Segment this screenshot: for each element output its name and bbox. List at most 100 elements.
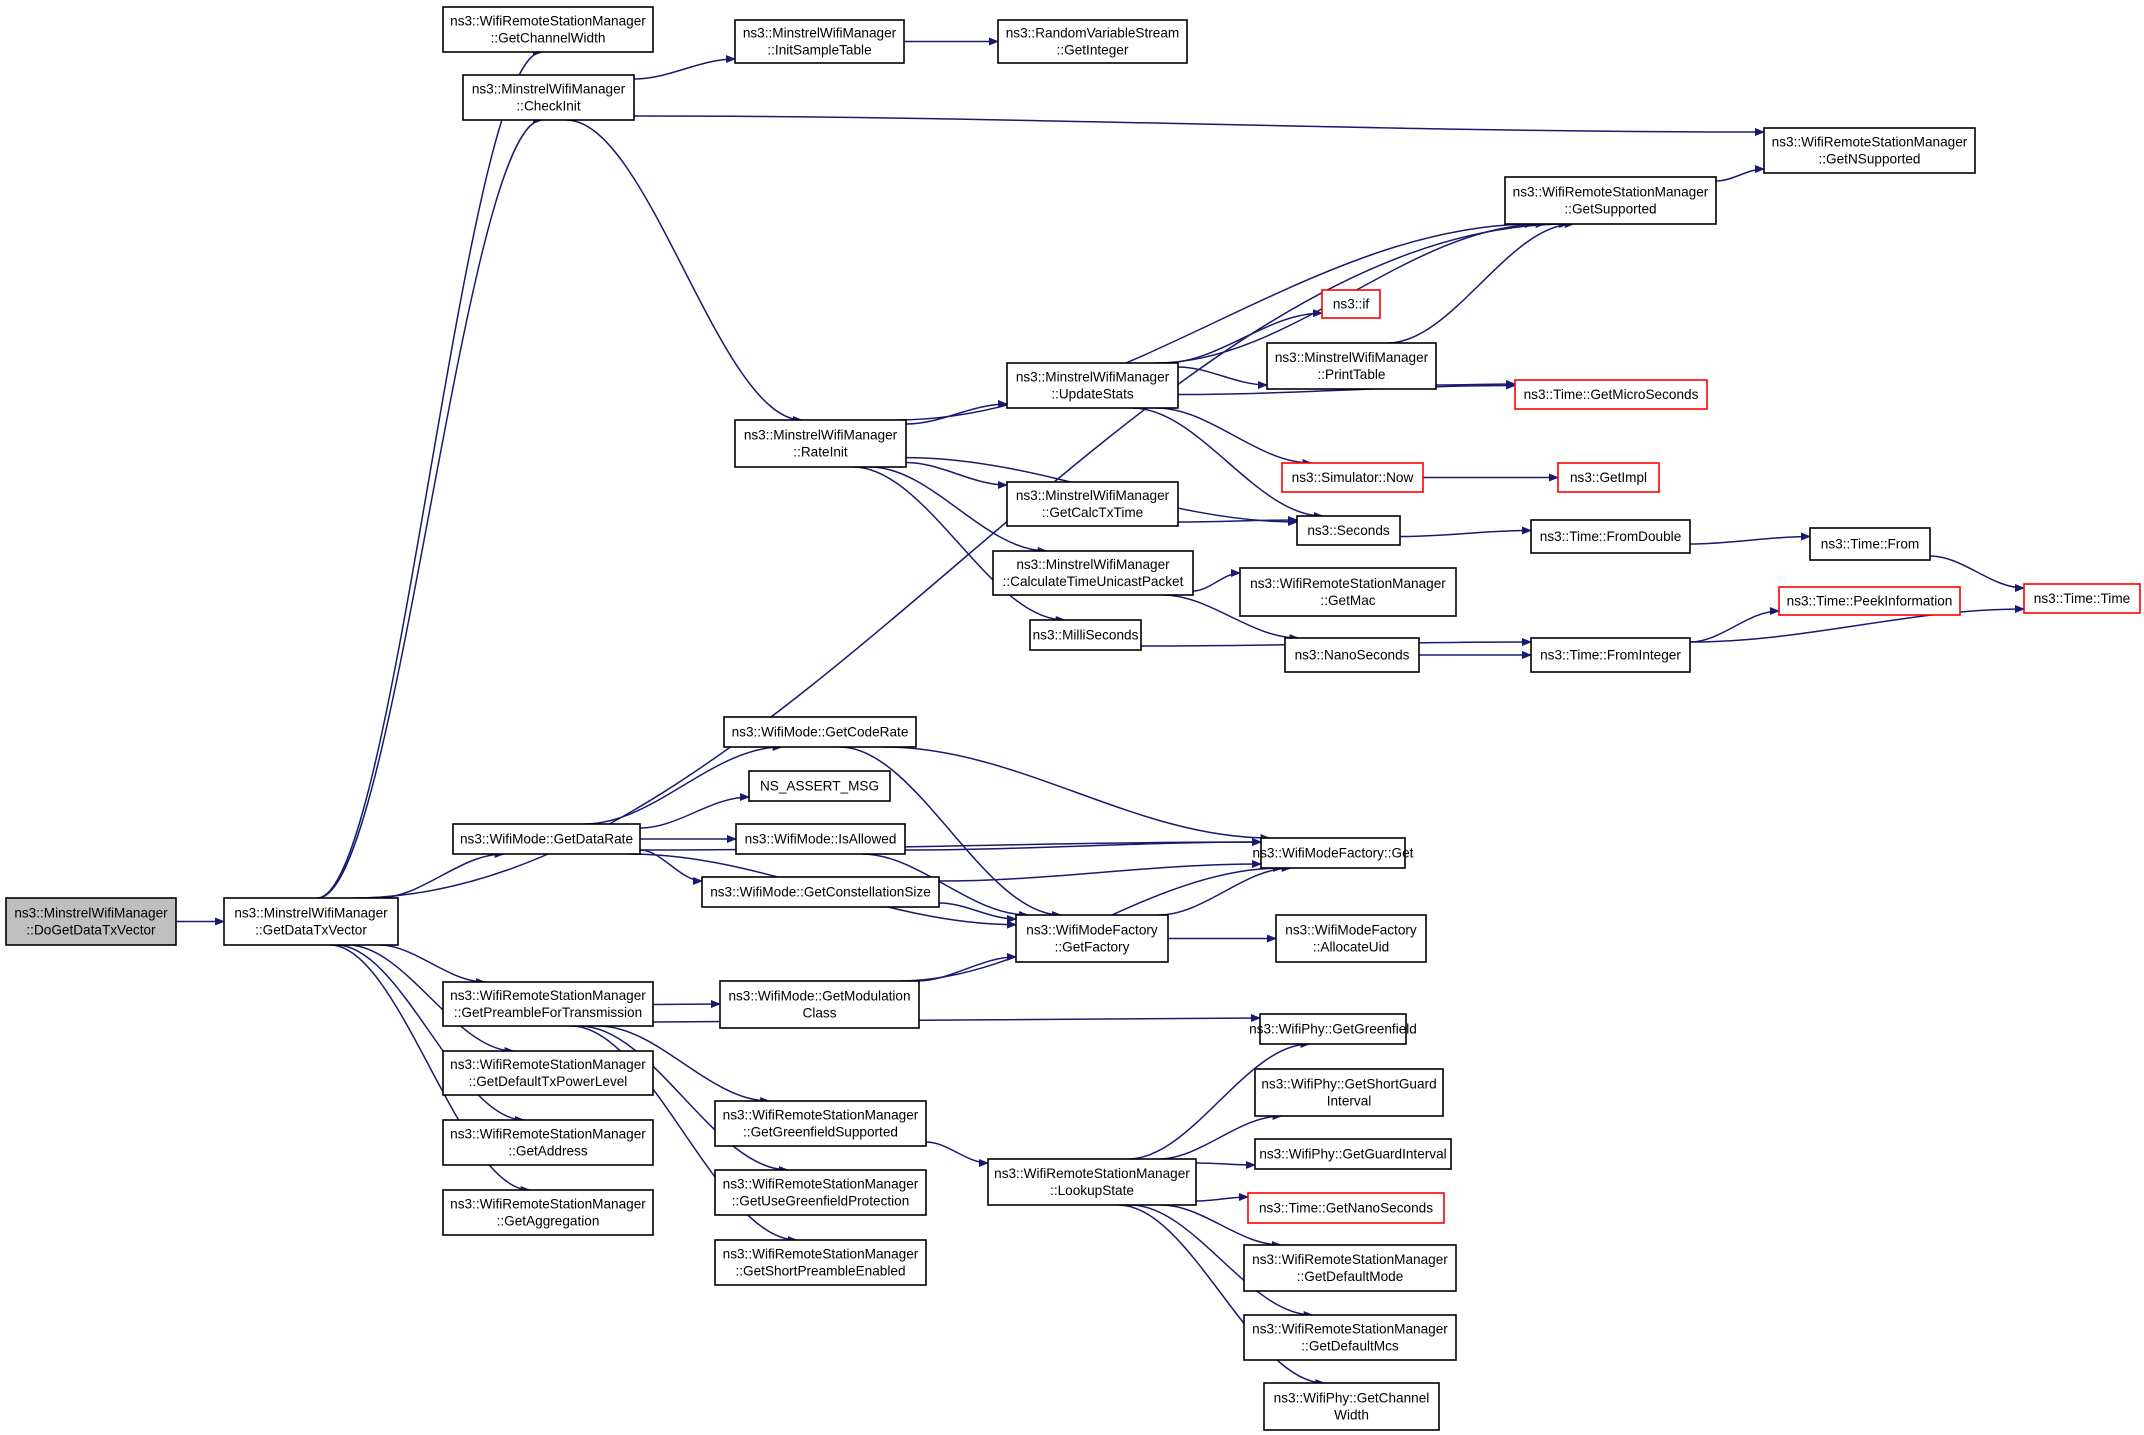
graph-node[interactable]: ns3::WifiRemoteStationManager::GetChanne…: [442, 6, 654, 53]
node-label: Class: [803, 1006, 837, 1021]
node-label: ns3::Time::FromInteger: [1540, 648, 1681, 663]
graph-node[interactable]: ns3::GetImpl: [1557, 462, 1660, 493]
node-box: [748, 770, 891, 802]
call-edge: [1399, 526, 1532, 538]
graph-node[interactable]: ns3::WifiPhy::GetChannelWidth: [1263, 1382, 1440, 1431]
graph-node[interactable]: ns3::WifiRemoteStationManager::GetDefaul…: [442, 1050, 654, 1096]
node-box: [1557, 462, 1660, 493]
node-label: ns3::MinstrelWifiManager: [1016, 557, 1170, 572]
graph-node[interactable]: ns3::WifiRemoteStationManager::GetPreamb…: [442, 981, 654, 1027]
node-label: ::CheckInit: [516, 99, 580, 114]
graph-node[interactable]: ns3::WifiRemoteStationManager::GetAddres…: [442, 1119, 654, 1166]
graph-node[interactable]: ns3::MinstrelWifiManager::PrintTable: [1266, 342, 1437, 390]
graph-node[interactable]: ns3::Time::From: [1809, 527, 1931, 561]
graph-node[interactable]: ns3::WifiRemoteStationManager::GetAggreg…: [442, 1189, 654, 1236]
call-edge: [1162, 594, 1300, 642]
graph-node[interactable]: ns3::Time::GetNanoSeconds: [1247, 1192, 1445, 1224]
graph-node[interactable]: ns3::WifiRemoteStationManager::GetDefaul…: [1243, 1244, 1457, 1292]
call-edge: [1163, 309, 1323, 364]
graph-node[interactable]: ns3::WifiRemoteStationManager::GetMac: [1239, 567, 1457, 617]
node-box: [1254, 1068, 1444, 1117]
call-edge: [571, 1025, 798, 1244]
graph-node[interactable]: ns3::Time::FromDouble: [1530, 519, 1691, 554]
node-label: ns3::WifiRemoteStationManager: [1513, 185, 1709, 200]
graph-node[interactable]: ns3::WifiModeFactory::GetFactory: [1015, 914, 1169, 963]
call-edge: [353, 220, 1570, 899]
graph-node[interactable]: ns3::WifiRemoteStationManager::LookupSta…: [987, 1158, 1197, 1206]
call-edge: [330, 944, 531, 1194]
node-label: ::GetChannelWidth: [491, 31, 606, 46]
node-box: [1006, 362, 1179, 409]
node-box: [1006, 481, 1179, 527]
graph-node[interactable]: ns3::WifiMode::GetConstellationSize: [701, 876, 940, 908]
node-label: ns3::WifiRemoteStationManager: [723, 1177, 919, 1192]
node-box: [997, 19, 1188, 64]
graph-node[interactable]: ns3::if: [1321, 289, 1381, 319]
node-label: ::GetDefaultTxPowerLevel: [469, 1074, 628, 1089]
graph-node[interactable]: ns3::MinstrelWifiManager::CalculateTimeU…: [992, 550, 1194, 596]
node-label: Interval: [1327, 1094, 1372, 1109]
node-label: ::GetAddress: [508, 1144, 588, 1159]
graph-node[interactable]: ns3::WifiRemoteStationManager::GetUseGre…: [714, 1169, 927, 1216]
graph-node[interactable]: ns3::WifiMode::GetDataRate: [452, 823, 641, 855]
call-edge: [1195, 1160, 1256, 1169]
graph-node[interactable]: ns3::NanoSeconds: [1284, 637, 1420, 673]
graph-node[interactable]: ns3::MinstrelWifiManager::GetDataTxVecto…: [223, 897, 399, 946]
node-label: ns3::WifiPhy::GetGuardInterval: [1259, 1147, 1446, 1162]
graph-node[interactable]: ns3::MinstrelWifiManager::CheckInit: [462, 74, 635, 121]
node-label: ns3::WifiRemoteStationManager: [450, 988, 646, 1003]
graph-node[interactable]: ns3::WifiRemoteStationManager::GetGreenf…: [714, 1100, 927, 1147]
graph-node[interactable]: ns3::WifiRemoteStationManager::GetShortP…: [714, 1239, 927, 1286]
node-box: [735, 823, 906, 855]
graph-node[interactable]: ns3::WifiRemoteStationManager::GetDefaul…: [1243, 1314, 1457, 1361]
node-box: [1321, 289, 1381, 319]
call-edge: [861, 853, 1029, 919]
graph-node[interactable]: ns3::MilliSeconds: [1029, 619, 1142, 651]
graph-node[interactable]: ns3::Simulator::Now: [1281, 462, 1424, 493]
node-box: [1284, 637, 1420, 673]
graph-node[interactable]: ns3::MinstrelWifiManager::GetCalcTxTime: [1006, 481, 1179, 527]
call-edge: [883, 746, 1271, 842]
node-label: ns3::WifiPhy::GetChannel: [1274, 1391, 1430, 1406]
call-edge: [1128, 1040, 1311, 1160]
graph-node[interactable]: ns3::WifiRemoteStationManager::GetSuppor…: [1504, 176, 1717, 225]
call-edge: [916, 952, 1017, 982]
graph-node[interactable]: ns3::MinstrelWifiManager::DoGetDataTxVec…: [5, 897, 177, 946]
node-label: ns3::Simulator::Now: [1292, 470, 1414, 485]
node-label: ns3::WifiModeFactory: [1285, 923, 1417, 938]
graph-node[interactable]: ns3::Time::GetMicroSeconds: [1514, 379, 1708, 410]
call-edge: [1158, 1112, 1283, 1160]
call-edge: [584, 743, 783, 825]
node-box: [1015, 914, 1169, 963]
node-box: [714, 1100, 927, 1147]
node-label: ns3::RandomVariableStream: [1006, 26, 1180, 41]
node-label: ns3::WifiPhy::GetShortGuard: [1261, 1077, 1436, 1092]
node-label: ::RateInit: [793, 445, 848, 460]
graph-node[interactable]: ns3::WifiPhy::GetGuardInterval: [1254, 1138, 1452, 1170]
graph-node[interactable]: ns3::Time::FromInteger: [1530, 637, 1691, 673]
node-label: NS_ASSERT_MSG: [760, 779, 879, 794]
graph-node[interactable]: ns3::MinstrelWifiManager::UpdateStats: [1006, 362, 1179, 409]
node-box: [1504, 176, 1717, 225]
graph-node[interactable]: ns3::WifiRemoteStationManager::GetNSuppo…: [1763, 127, 1976, 174]
graph-node[interactable]: ns3::WifiPhy::GetGreenfield: [1249, 1013, 1417, 1045]
graph-node[interactable]: ns3::Time::PeekInformation: [1778, 586, 1961, 616]
node-box: [714, 1239, 927, 1286]
graph-node[interactable]: ns3::Seconds: [1296, 515, 1401, 546]
graph-node[interactable]: ns3::WifiMode::GetCodeRate: [723, 716, 917, 748]
graph-node[interactable]: ns3::WifiModeFactory::Get: [1253, 837, 1414, 869]
graph-node[interactable]: ns3::Time::Time: [2023, 583, 2141, 614]
graph-node[interactable]: ns3::MinstrelWifiManager::RateInit: [734, 419, 907, 468]
node-label: ns3::MinstrelWifiManager: [743, 26, 897, 41]
node-label: ns3::WifiRemoteStationManager: [1772, 135, 1968, 150]
node-label: ::GetAggregation: [497, 1214, 600, 1229]
graph-node[interactable]: ns3::WifiModeFactory::AllocateUid: [1275, 914, 1427, 963]
graph-node[interactable]: ns3::MinstrelWifiManager::InitSampleTabl…: [734, 19, 905, 64]
node-box: [987, 1158, 1197, 1206]
graph-node[interactable]: ns3::WifiMode::IsAllowed: [735, 823, 906, 855]
node-label: ns3::WifiMode::GetDataRate: [460, 832, 633, 847]
graph-node[interactable]: ns3::RandomVariableStream::GetInteger: [997, 19, 1188, 64]
graph-node[interactable]: NS_ASSERT_MSG: [748, 770, 891, 802]
